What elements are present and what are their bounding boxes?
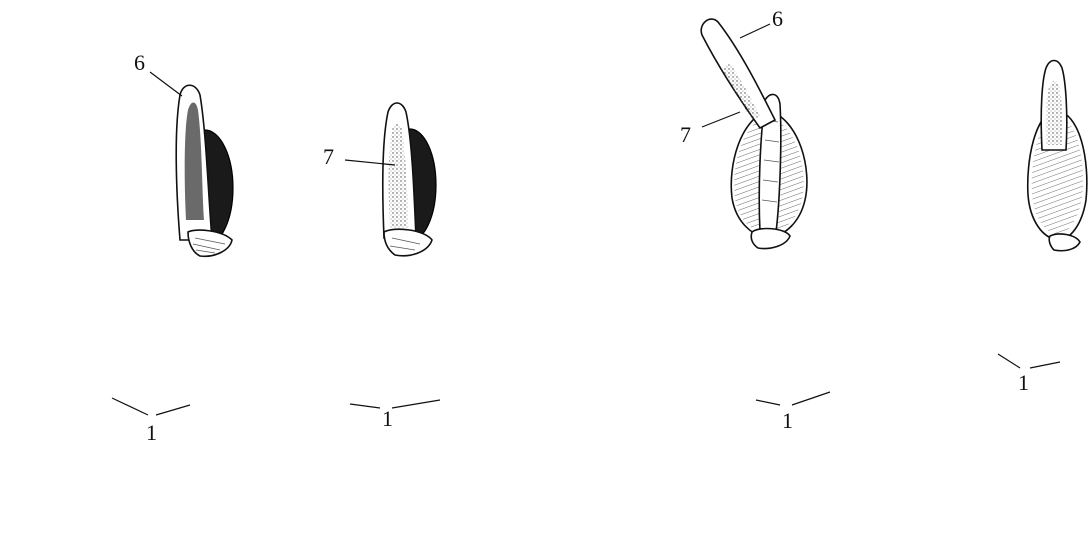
seedling-c-roots	[614, 230, 930, 530]
seedling-a: 6 1	[12, 50, 233, 527]
label-6: 6	[134, 50, 145, 75]
label-7: 7	[323, 144, 334, 169]
label-1: 1	[146, 420, 157, 445]
label-1: 1	[382, 406, 393, 431]
label-1: 1	[1018, 370, 1029, 395]
label-1: 1	[782, 408, 793, 433]
label-7: 7	[680, 122, 691, 147]
seedling-b: 7 1	[323, 103, 458, 525]
seedling-d: 1	[960, 61, 1087, 436]
seedling-c-coleoptile	[701, 19, 775, 128]
seedling-a-roots	[12, 242, 210, 527]
seedling-b-roots	[324, 240, 458, 525]
seedling-c: 6 7 1	[614, 6, 930, 530]
label-6: 6	[772, 6, 783, 31]
seedling-d-roots	[960, 240, 1073, 435]
